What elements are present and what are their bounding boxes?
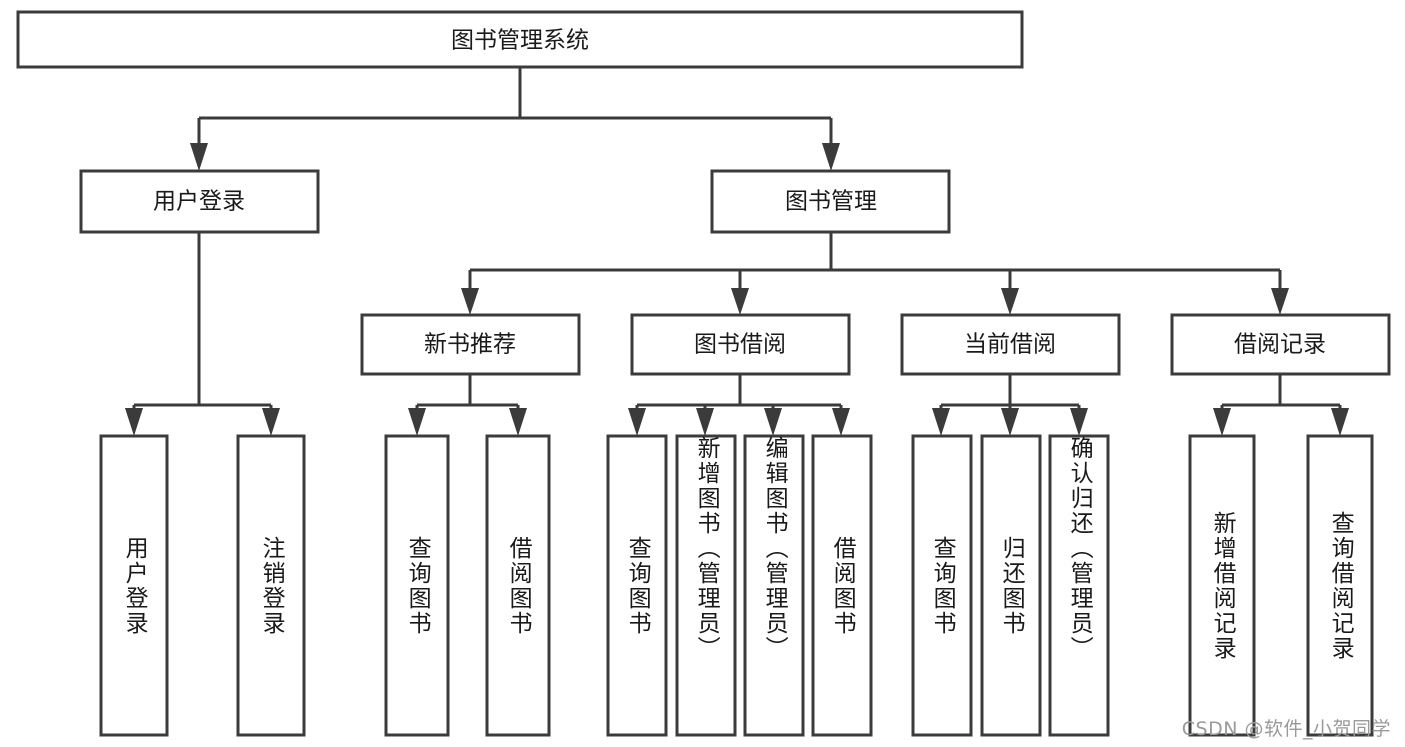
node-user-login[interactable]: 用户登录 <box>79 169 320 234</box>
node-leaf-add-borrow-record-box[interactable] <box>1188 434 1256 737</box>
arrow-bm-to-new-book <box>461 288 479 315</box>
node-book-management[interactable]: 图书管理 <box>710 169 951 234</box>
arrow-book-borrow-leaf-2 <box>696 408 714 436</box>
arrow-book-borrow-leaf-4 <box>832 408 850 436</box>
arrow-bm-to-current-borrow <box>1001 288 1019 315</box>
arrow-user-login-leaf-2 <box>262 408 280 436</box>
node-root[interactable]: 图书管理系统 <box>16 10 1024 69</box>
node-book-borrow-label: 图书借阅 <box>694 332 786 358</box>
node-leaf-logout-login-box[interactable] <box>236 434 306 737</box>
arrow-book-borrow-leaf-3 <box>764 408 782 436</box>
node-leaf-confirm-return-admin-box[interactable] <box>1048 434 1110 737</box>
arrow-root-to-book-management <box>822 143 840 171</box>
node-leaf-query-book-3-box[interactable] <box>911 434 973 737</box>
node-user-login-box[interactable] <box>79 169 320 234</box>
node-leaf-edit-book-admin-box[interactable] <box>743 434 805 737</box>
node-new-book-recommend-box[interactable] <box>360 313 581 376</box>
node-book-management-box[interactable] <box>710 169 951 234</box>
node-leaf-borrow-book-2-box[interactable] <box>811 434 873 737</box>
node-book-borrow-box[interactable] <box>630 313 851 376</box>
node-leaf-return-book-box[interactable] <box>980 434 1042 737</box>
node-new-book-recommend-label: 新书推荐 <box>424 332 516 358</box>
node-leaf-query-book-2-box[interactable] <box>606 434 668 737</box>
nodes-layer: 图书管理系统 用户登录 图书管理 新书推荐 图书借阅 <box>16 10 1391 737</box>
arrow-borrow-record-leaf-2 <box>1331 408 1349 436</box>
node-leaf-query-book-1-box[interactable] <box>384 434 450 737</box>
node-leaf-borrow-book-1-box[interactable] <box>485 434 551 737</box>
node-borrow-record-box[interactable] <box>1170 313 1391 376</box>
node-book-borrow[interactable]: 图书借阅 <box>630 313 851 376</box>
node-book-management-label: 图书管理 <box>785 189 877 215</box>
node-new-book-recommend[interactable]: 新书推荐 <box>360 313 581 376</box>
arrow-borrow-record-leaf-1 <box>1213 408 1231 436</box>
node-leaf-add-book-admin-box[interactable] <box>675 434 737 737</box>
arrow-new-book-leaf-2 <box>509 408 527 436</box>
arrow-bm-to-borrow-record <box>1271 288 1289 315</box>
node-leaf-query-borrow-record-box[interactable] <box>1306 434 1374 737</box>
node-borrow-record[interactable]: 借阅记录 <box>1170 313 1391 376</box>
arrow-current-borrow-leaf-3 <box>1070 408 1088 436</box>
arrow-current-borrow-leaf-2 <box>1001 408 1019 436</box>
arrow-bm-to-book-borrow <box>731 288 749 315</box>
node-borrow-record-label: 借阅记录 <box>1234 332 1326 358</box>
arrow-root-to-user-login <box>190 143 208 171</box>
arrow-book-borrow-leaf-1 <box>628 408 646 436</box>
node-root-box[interactable] <box>16 10 1024 69</box>
arrow-user-login-leaf-1 <box>125 408 143 436</box>
node-root-label: 图书管理系统 <box>451 28 589 54</box>
arrow-new-book-leaf-1 <box>408 408 426 436</box>
csdn-watermark: CSDN @软件_小贺同学 <box>1181 718 1391 740</box>
node-current-borrow-box[interactable] <box>900 313 1121 376</box>
node-user-login-label: 用户登录 <box>153 189 245 215</box>
node-current-borrow[interactable]: 当前借阅 <box>900 313 1121 376</box>
arrow-current-borrow-leaf-1 <box>932 408 950 436</box>
node-current-borrow-label: 当前借阅 <box>964 332 1056 358</box>
edges-layer <box>125 67 1349 436</box>
node-leaf-user-login-box[interactable] <box>99 434 169 737</box>
